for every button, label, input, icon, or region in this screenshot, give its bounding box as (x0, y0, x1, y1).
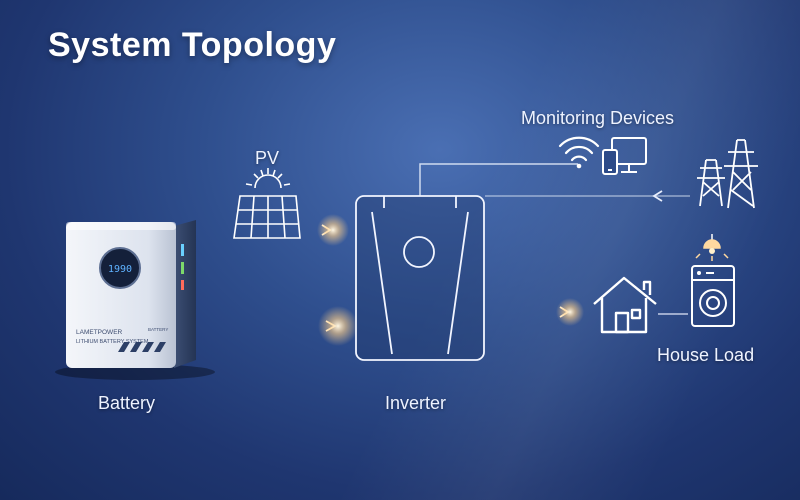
grid-arrowhead (652, 190, 663, 202)
battery-display: 1990 (108, 264, 132, 275)
battery-model-text: LITHIUM BATTERY SYSTEM (76, 339, 149, 345)
battery-status-leds (181, 244, 184, 290)
battery-stripes (118, 342, 166, 352)
power-tower-icon (697, 139, 758, 209)
monitoring-devices-label: Monitoring Devices (521, 108, 675, 128)
pv-label: PV (255, 148, 280, 168)
battery-badge-text: BATTERY (148, 327, 168, 332)
inverter-to-monitoring-line (419, 163, 578, 196)
house-load-label: House Load (657, 345, 755, 365)
inverter-label: Inverter (385, 393, 447, 413)
ceiling-lamp-icon (695, 234, 729, 261)
battery-brand-text: LAMETPOWER (76, 329, 123, 336)
battery-label: Battery (98, 393, 156, 413)
mobile-phone-icon (602, 149, 618, 175)
wifi-icon (558, 136, 600, 169)
house-icon (593, 276, 657, 334)
washing-machine-icon (691, 265, 735, 327)
connection-lines (205, 163, 690, 328)
solar-panel-icon (233, 168, 301, 239)
page-title: System Topology (48, 26, 337, 64)
battery-unit: 1990 LAMETPOWER LITHIUM BATTERY SYSTEM B… (55, 220, 215, 380)
glow-sparks (317, 214, 584, 346)
inverter-unit (355, 195, 485, 361)
